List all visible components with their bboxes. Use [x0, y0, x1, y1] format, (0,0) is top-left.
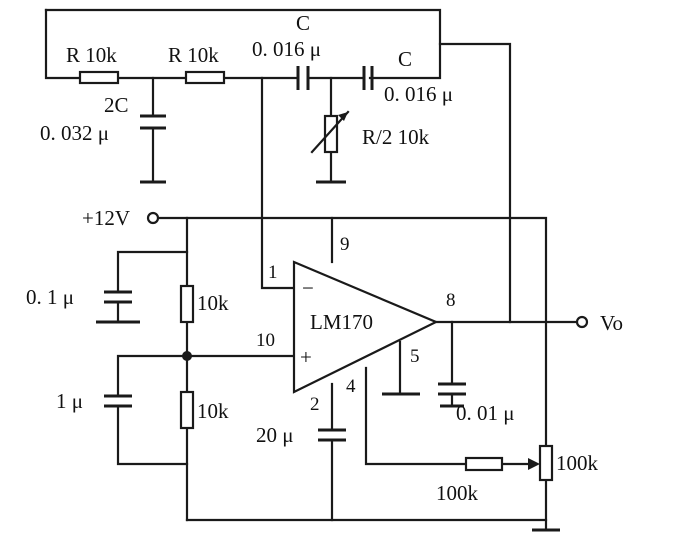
wire-1u-cap-bottom [116, 404, 189, 466]
label-c-top-letter: C [296, 11, 310, 35]
resistor-divider-bottom [179, 390, 195, 430]
label-pin10: 10 [256, 330, 275, 351]
supply-and-bias [116, 216, 578, 532]
capacitor-1u [104, 394, 132, 408]
supply-terminal [146, 211, 160, 225]
capacitor-2c [140, 114, 166, 130]
resistor-r2 [184, 70, 226, 85]
label-pin8: 8 [446, 290, 456, 311]
capacitor-c-right [362, 66, 374, 90]
label-bypass-cap: 0. 1 μ [26, 285, 74, 309]
capacitor-bypass-0-1u [104, 290, 132, 304]
label-c-top-value: 0. 016 μ [252, 37, 321, 61]
label-supply: +12V [82, 206, 130, 230]
label-pin1: 1 [268, 262, 278, 283]
label-20u-cap: 20 μ [256, 423, 294, 447]
label-ic-name: LM170 [310, 310, 373, 334]
label-pin9: 9 [340, 234, 350, 255]
label-c-right-letter: C [398, 47, 412, 71]
wire-network-left [44, 8, 82, 80]
label-c-right-value: 0. 016 μ [384, 82, 453, 106]
label-1u-cap: 1 μ [56, 389, 83, 413]
label-r1: R 10k [66, 43, 117, 67]
resistor-divider-top [179, 284, 195, 324]
wire-1u-cap [116, 354, 189, 398]
capacitor-c-top [296, 66, 310, 90]
wire-pin4 [364, 366, 468, 466]
label-resistor-100k: 100k [436, 481, 479, 505]
op-amp-lm170 [292, 260, 439, 394]
label-minus-input: − [302, 276, 314, 300]
resistor-100k [464, 456, 504, 472]
label-plus-input: + [300, 345, 312, 369]
potentiometer-r-half [310, 110, 350, 154]
label-2c-name: 2C [104, 93, 129, 117]
twin-t-network [44, 8, 512, 324]
wire-ground-bus [185, 478, 548, 522]
label-pin4: 4 [346, 376, 356, 397]
label-divider-bottom: 10k [197, 399, 229, 423]
resistor-r1 [78, 70, 120, 85]
capacitor-0-01u [438, 382, 466, 396]
label-divider-top: 10k [197, 291, 229, 315]
potentiometer-100k [528, 444, 554, 482]
junction-dot [182, 351, 192, 361]
label-pin2: 2 [310, 394, 320, 415]
label-pin5: 5 [410, 346, 420, 367]
label-0-01u-cap: 0. 01 μ [456, 401, 515, 425]
label-pot-half: R/2 10k [362, 125, 430, 149]
label-pot-100k: 100k [556, 451, 599, 475]
wire-supply-rail [158, 216, 548, 448]
capacitor-20u [318, 428, 346, 442]
label-r2: R 10k [168, 43, 219, 67]
wire-feedback-to-pin1 [260, 76, 298, 290]
label-2c-value: 0. 032 μ [40, 121, 109, 145]
wire-feedback-output [438, 42, 512, 324]
output-terminal [575, 315, 589, 329]
label-output: Vo [600, 311, 623, 335]
wire-bypass-cap [116, 250, 189, 294]
